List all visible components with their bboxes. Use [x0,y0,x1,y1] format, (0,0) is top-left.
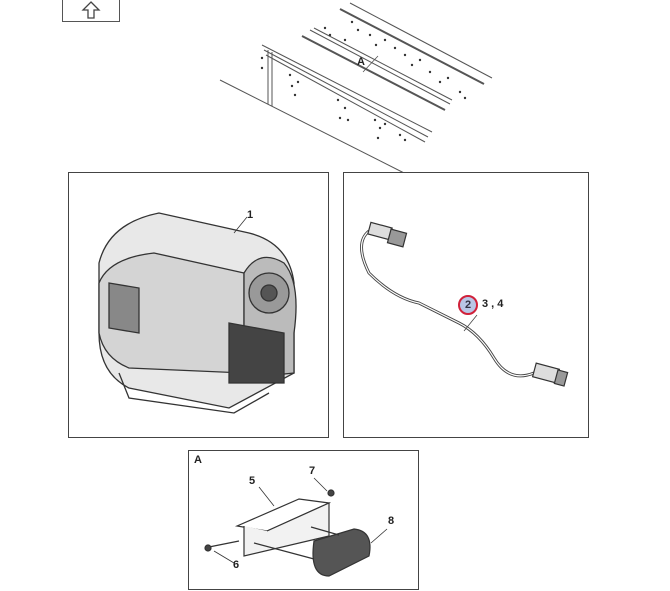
rail-hole [368,33,372,37]
harness-illustration [360,221,569,387]
rail-hole [343,38,347,42]
rail-hole [328,33,332,37]
rail-hole [323,26,327,30]
rail-hole [376,136,380,140]
rail-hole [403,138,407,142]
rail-hole [290,84,294,88]
up-level-button[interactable] [62,0,120,22]
rail-hole [374,43,378,47]
rail-hole [393,46,397,50]
rail-hole [383,122,387,126]
rail-hole [338,116,342,120]
rail-hole [403,53,407,57]
view-label-a: A [194,454,202,466]
rail-hole [378,126,382,130]
panel-harness: 2 3 , 4 [343,172,589,438]
rail-hole [438,80,442,84]
panel-detail-a: A 5 6 7 8 [188,450,419,590]
rail-hole [463,96,467,100]
frame-rail-overview [219,2,493,178]
rail-hole [458,90,462,94]
callout-8[interactable]: 8 [388,515,395,527]
rail-hole [428,70,432,74]
rail-hole [260,66,264,70]
rail-hole [350,20,354,24]
unit-illustration [98,212,297,414]
callout-3-4[interactable]: 3 , 4 [482,298,504,310]
panel-unit: 1 [68,172,329,438]
rail-hole [288,73,292,77]
callout-7[interactable]: 7 [309,465,316,477]
rail-hole [398,133,402,137]
rail-hole [383,38,387,42]
rail-hole [446,76,450,80]
up-arrow-icon [81,1,101,19]
callout-a[interactable]: A [357,56,365,68]
rail-hole [346,118,350,122]
rail-hole [260,56,264,60]
bracket-illustration [204,477,388,577]
callout-1[interactable]: 1 [247,209,254,221]
rail-hole [296,80,300,84]
rail-hole [410,63,414,67]
callout-2-selected[interactable]: 2 [458,295,478,315]
rail-hole [356,28,360,32]
rail-hole [336,98,340,102]
callout-5[interactable]: 5 [249,475,256,487]
rail-hole [418,58,422,62]
rail-hole [293,93,297,97]
rail-hole [343,106,347,110]
rail-hole [373,118,377,122]
callout-6[interactable]: 6 [233,559,240,571]
